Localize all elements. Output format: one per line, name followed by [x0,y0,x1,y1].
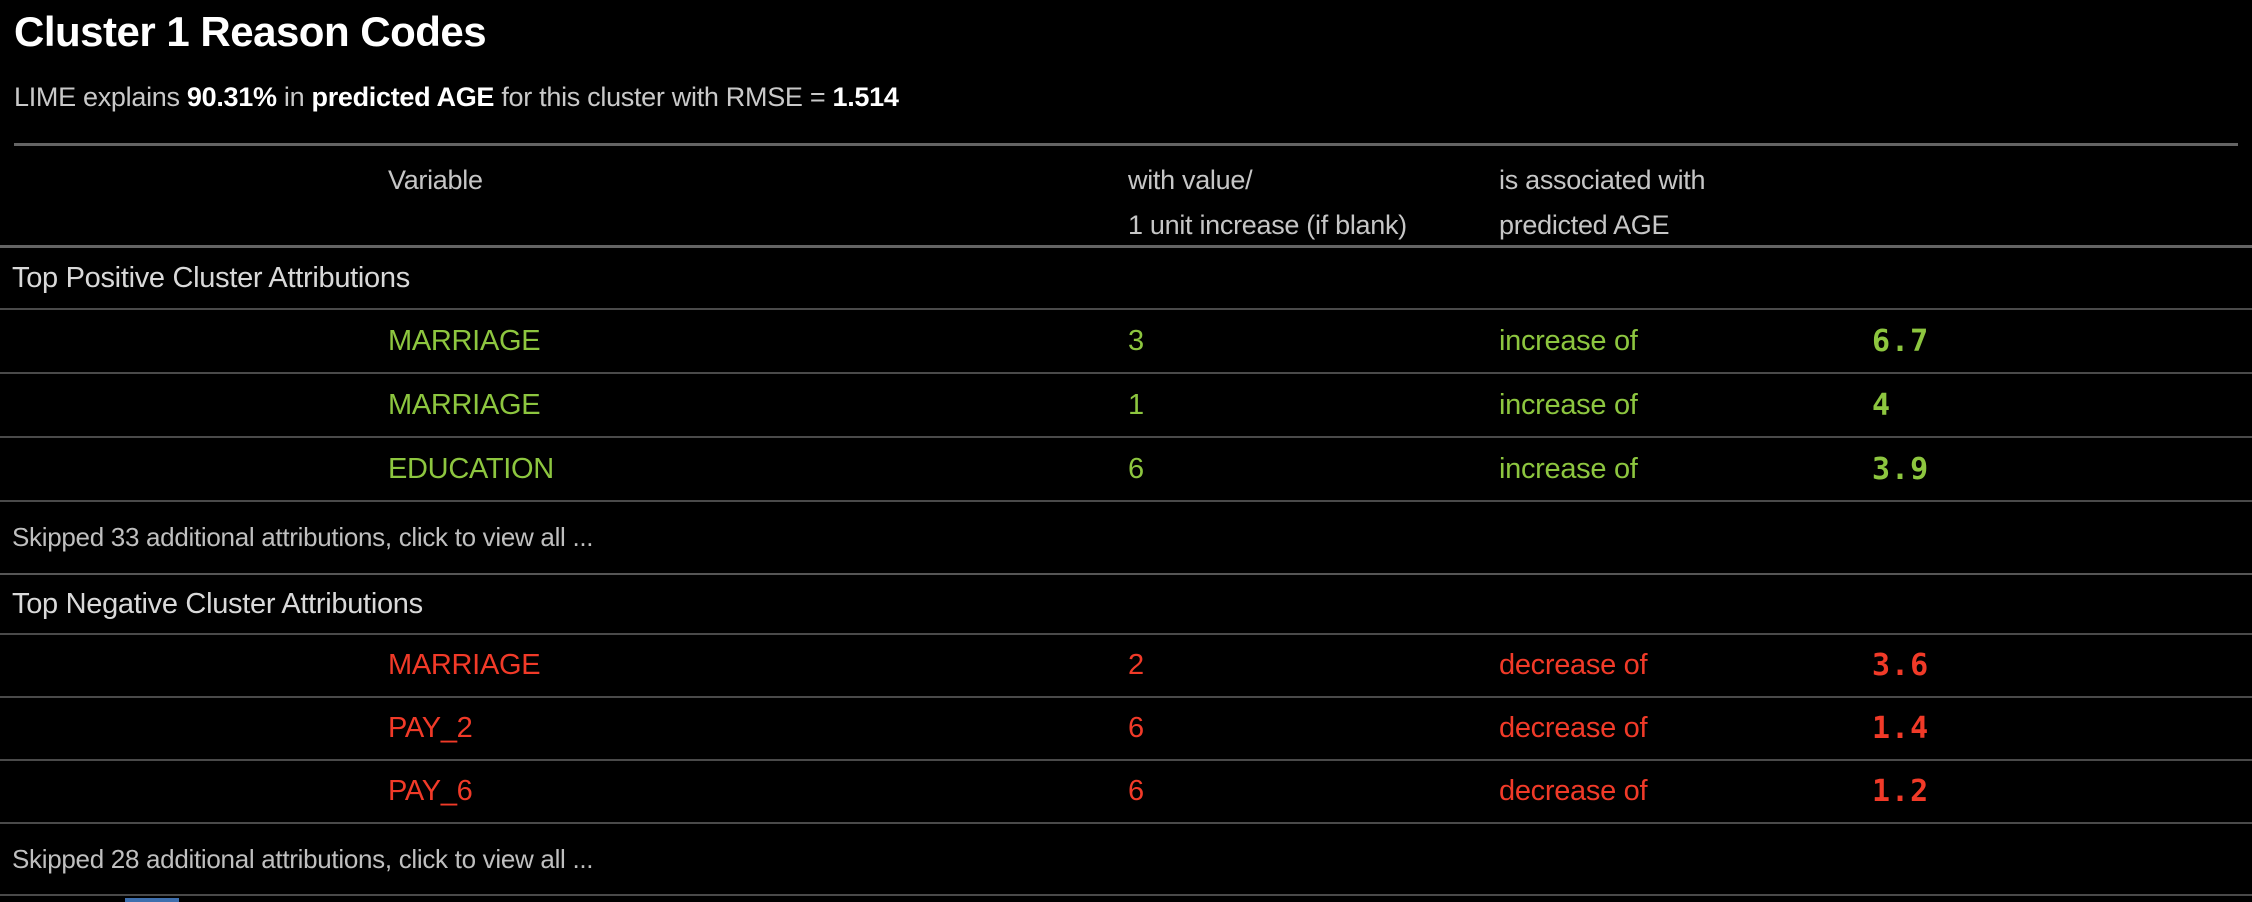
cell-effect: increase of [1499,388,1638,421]
summary-rmse: 1.514 [832,82,899,112]
cell-amount: 1.4 [1872,711,1930,746]
cell-amount: 6.7 [1872,323,1930,359]
summary-variance: 90.31% [186,82,277,112]
cell-amount: 4 [1872,387,1892,423]
positive-section-title: Top Positive Cluster Attributions [0,248,2252,310]
header-gutter [1872,158,2252,159]
cell-value: 2 [1128,649,1144,681]
cell-effect: increase of [1499,324,1638,357]
summary-prefix: LIME explains [14,82,187,112]
cell-effect: decrease of [1499,775,1648,807]
cell-variable: EDUCATION [388,452,554,485]
cell-effect: decrease of [1499,712,1648,744]
cell-value: 6 [1128,452,1144,485]
view-all-positive-link[interactable]: Skipped 33 additional attributions, clic… [0,502,2252,575]
lime-summary-text: LIME explains 90.31% in predicted AGE fo… [14,82,2252,113]
cell-amount: 3.9 [1872,451,1930,487]
cell-variable: PAY_2 [388,712,473,744]
table-row: MARRIAGE 3 increase of 6.7 [0,310,2252,374]
table-row: EDUCATION 6 increase of 3.9 [0,438,2252,502]
table-row: MARRIAGE 1 increase of 4 [0,374,2252,438]
cell-amount: 1.2 [1872,774,1930,809]
cell-amount: 3.6 [1872,648,1930,683]
cell-variable: MARRIAGE [388,388,541,421]
positive-attributions-section: Top Positive Cluster Attributions MARRIA… [0,248,2252,575]
summary-target: predicted AGE [311,82,495,112]
column-header-value: with value/ 1 unit increase (if blank) [1128,165,1407,240]
cell-effect: decrease of [1499,649,1648,681]
table-row: PAY_6 6 decrease of 1.2 [0,761,2252,824]
cell-value: 6 [1128,775,1144,807]
table-header-row: Variable with value/ 1 unit increase (if… [0,146,2252,248]
header-gutter [14,158,388,159]
divider [14,143,2238,146]
summary-mid1: in [276,82,312,112]
column-header-variable: Variable [388,165,483,195]
table-row: MARRIAGE 2 decrease of 3.6 [0,635,2252,698]
view-all-negative-link[interactable]: Skipped 28 additional attributions, clic… [0,824,2252,896]
negative-attributions-section: Top Negative Cluster Attributions MARRIA… [0,575,2252,896]
summary-mid2: for this cluster with RMSE = [494,82,833,112]
header-block: Cluster 1 Reason Codes LIME explains 90.… [0,0,2252,143]
cell-value: 1 [1128,388,1144,421]
cell-variable: PAY_6 [388,775,473,807]
cell-value: 6 [1128,712,1144,744]
cell-variable: MARRIAGE [388,649,541,681]
table-row: PAY_2 6 decrease of 1.4 [0,698,2252,761]
cell-value: 3 [1128,324,1144,357]
cell-variable: MARRIAGE [388,324,541,357]
negative-section-title: Top Negative Cluster Attributions [0,575,2252,635]
page-title: Cluster 1 Reason Codes [14,8,487,55]
cell-effect: increase of [1499,452,1638,485]
horizontal-scrollbar-thumb[interactable] [125,898,179,902]
column-header-association: is associated with predicted AGE [1499,165,1706,240]
